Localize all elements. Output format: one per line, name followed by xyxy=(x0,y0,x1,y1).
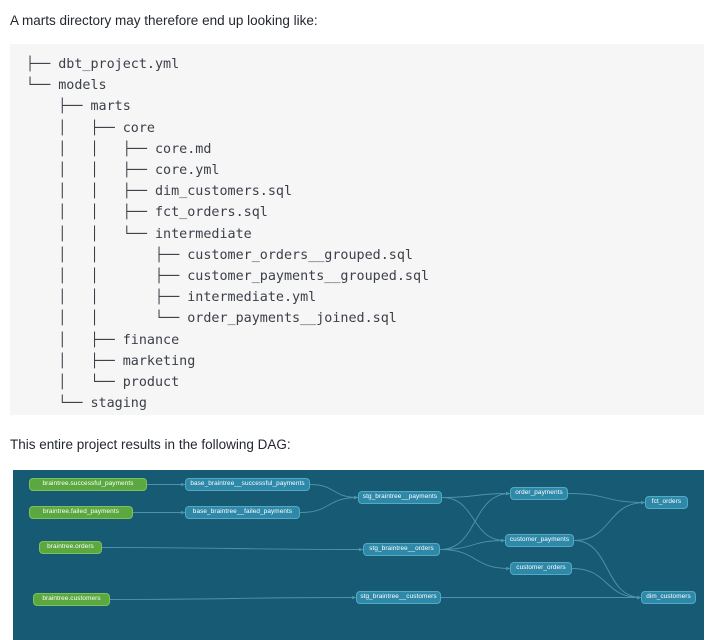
code-line: │ ├── core xyxy=(26,120,155,136)
code-lines: ├── dbt_project.yml└── models ├── marts … xyxy=(26,54,704,414)
code-line: ├── marts xyxy=(26,99,131,115)
dag-edge-stg_braintree__orders-to-customer_payments xyxy=(439,538,506,550)
code-line: │ │ ├── core.yml xyxy=(26,163,220,179)
dag-node-customer_orders[interactable]: customer_orders xyxy=(510,562,572,575)
dag-edge-stg_braintree__payments-to-customer_payments xyxy=(441,497,506,543)
dag-node-stg_braintree__payments[interactable]: stg_braintree__payments xyxy=(358,491,442,504)
dag-node-dim_customers[interactable]: dim_customers xyxy=(641,591,696,604)
intro-paragraph: A marts directory may therefore end up l… xyxy=(10,13,318,28)
dag-diagram: braintree.successful_payments braintree.f… xyxy=(13,470,704,640)
dag-edge-layer xyxy=(101,482,646,600)
dag-edge-stg_braintree__payments-to-order_payments xyxy=(441,491,511,498)
dag-edge-braintree_orders-to-stg_braintree__orders xyxy=(101,547,364,552)
code-line: │ │ ├── intermediate.yml xyxy=(26,290,317,306)
code-line: │ ├── marketing xyxy=(26,353,196,369)
code-line: │ │ ├── customer_orders__grouped.sql xyxy=(26,247,413,263)
code-line: │ │ ├── core.md xyxy=(26,141,212,157)
dag-edge-customer_orders-to-dim_customers xyxy=(571,568,642,600)
dag-edge-order_payments-to-fct_orders xyxy=(567,493,646,505)
dag-node-stg_braintree__customers[interactable]: stg_braintree__customers xyxy=(356,591,441,604)
code-line: │ └── product xyxy=(26,375,180,391)
dag-node-stg_braintree__orders[interactable]: stg_braintree__orders xyxy=(363,543,440,556)
code-line: │ │ ├── customer_payments__grouped.sql xyxy=(26,269,430,285)
code-line: │ │ └── intermediate xyxy=(26,226,252,242)
dag-node-base_braintree__successful_payments[interactable]: base_braintree__successful_payments xyxy=(185,478,310,491)
dag-paragraph: This entire project results in the follo… xyxy=(10,437,291,452)
dag-edge-braintree_customers-to-stg_braintree__customers xyxy=(109,595,357,600)
code-line: │ │ ├── dim_customers.sql xyxy=(26,184,293,200)
code-line: └── models xyxy=(26,78,107,94)
dag-node-braintree_orders[interactable]: braintree.orders xyxy=(39,541,102,554)
dag-edge-stg_braintree__orders-to-customer_orders xyxy=(439,549,511,571)
code-line: │ │ ├── fct_orders.sql xyxy=(26,205,268,221)
code-line: │ ├── finance xyxy=(26,332,180,348)
dag-edge-base_braintree__successful_payments-to-stg_braintree__payments xyxy=(309,484,359,500)
dag-node-order_payments[interactable]: order_payments xyxy=(510,487,568,500)
dag-edge-stg_braintree__orders-to-order_payments xyxy=(439,491,511,550)
dag-edge-base_braintree__failed_payments-to-stg_braintree__payments xyxy=(299,495,359,513)
code-line: │ │ └── order_payments__joined.sql xyxy=(26,311,397,327)
dag-node-base_braintree__failed_payments[interactable]: base_braintree__failed_payments xyxy=(185,506,300,519)
dag-node-customer_payments[interactable]: customer_payments xyxy=(505,534,574,547)
directory-tree-code-block: ├── dbt_project.yml└── models ├── marts … xyxy=(10,44,704,415)
code-line: └── staging xyxy=(26,396,147,412)
dag-node-braintree_failed_payments[interactable]: braintree.failed_payments xyxy=(29,506,133,519)
dag-node-braintree_successful_payments[interactable]: braintree.successful_payments xyxy=(29,478,147,491)
dag-edge-customer_payments-to-dim_customers xyxy=(573,540,642,600)
dag-node-braintree_customers[interactable]: braintree.customers xyxy=(33,593,110,606)
dag-edge-customer_payments-to-fct_orders xyxy=(573,500,646,541)
dag-node-fct_orders[interactable]: fct_orders xyxy=(645,496,688,509)
code-line: ├── dbt_project.yml xyxy=(26,57,180,72)
